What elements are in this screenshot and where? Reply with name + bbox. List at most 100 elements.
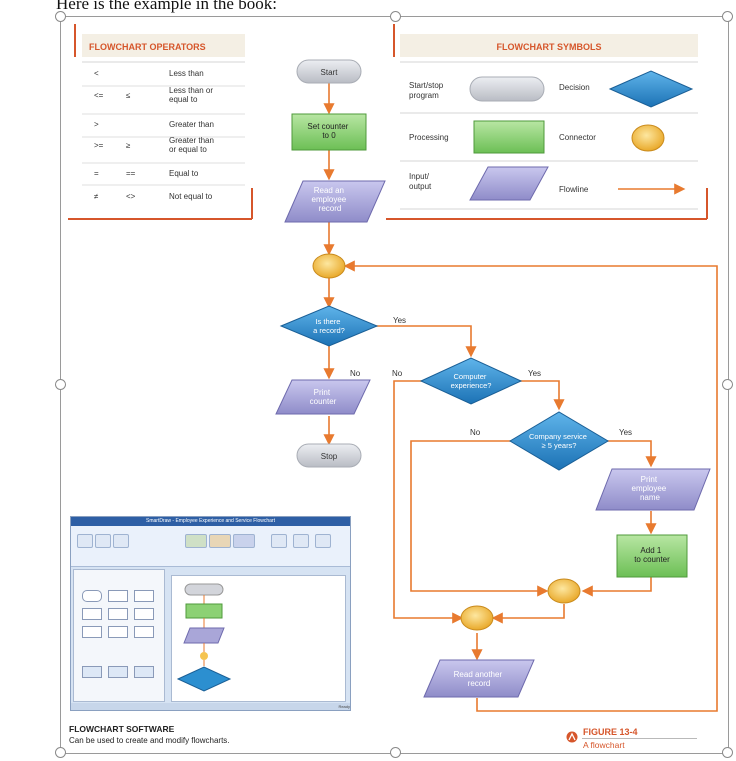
- operator-meaning: Less than: [169, 69, 204, 78]
- print-counter-io: [275, 379, 371, 415]
- operator-alt-symbol: ≤: [126, 91, 131, 100]
- print-name-io: [595, 468, 711, 511]
- startstop-line-1: Start/stop: [409, 81, 444, 90]
- company-line-1: Company service: [529, 432, 587, 441]
- io-line-1: Input/: [409, 172, 430, 181]
- operator-meaning-line: equal to: [169, 95, 198, 104]
- symbol-processing-label: Processing: [409, 133, 449, 142]
- software-caption-text: Can be used to create and modify flowcha…: [69, 736, 230, 745]
- resize-handle-top-center[interactable]: [390, 11, 401, 22]
- symbol-connector-label: Connector: [559, 133, 596, 142]
- read-another-line-2: record: [468, 679, 491, 688]
- no-label-2: No: [392, 369, 403, 378]
- startstop-line-2: program: [409, 91, 439, 100]
- operator-symbol: <: [94, 69, 99, 78]
- read-line-3: record: [319, 204, 342, 213]
- flowchart-software-screenshot: SmartDraw - Employee Experience and Serv…: [70, 516, 351, 711]
- operator-meaning-line: Greater than: [169, 136, 214, 145]
- resize-handle-top-right[interactable]: [722, 11, 733, 22]
- read-another-line-1: Read another: [454, 670, 503, 679]
- print-name-label: Print employee name: [632, 475, 669, 502]
- figure-label: FIGURE 13-4: [583, 727, 638, 737]
- resize-handle-bottom-right[interactable]: [722, 747, 733, 758]
- sw-lib-shape-4-icon: [82, 608, 102, 620]
- resize-handle-top-left[interactable]: [55, 11, 66, 22]
- read-another-io: [423, 659, 535, 698]
- sw-shape-icon: [271, 534, 287, 548]
- operator-meaning: Not equal to: [169, 192, 213, 201]
- sw-autograph-icon: [315, 534, 331, 548]
- symbols-panel: FLOWCHART SYMBOLS Start/stop program Dec…: [386, 24, 708, 220]
- process-symbol: [473, 120, 545, 154]
- yes-label-1: Yes: [393, 316, 406, 325]
- company-label: Company service ≥ 5 years?: [529, 432, 589, 450]
- sw-lib-line-1-icon: [82, 666, 102, 678]
- operator-symbol: <=: [94, 91, 104, 100]
- company-decision: [509, 411, 609, 471]
- print-name-line-3: name: [640, 493, 661, 502]
- resize-handle-bottom-center[interactable]: [390, 747, 401, 758]
- operators-title: FLOWCHART OPERATORS: [89, 42, 206, 52]
- figure-logo-icon: [566, 731, 578, 743]
- symbol-decision-label: Decision: [559, 83, 590, 92]
- decision-symbol: [608, 70, 694, 108]
- resize-handle-middle-right[interactable]: [722, 379, 733, 390]
- software-caption-title: FLOWCHART SOFTWARE: [69, 724, 175, 734]
- resize-handle-bottom-left[interactable]: [55, 747, 66, 758]
- print-name-line-2: employee: [632, 484, 667, 493]
- figure-caption: A flowchart: [583, 740, 625, 750]
- print-name-line-1: Print: [641, 475, 658, 484]
- print-counter-line-2: counter: [310, 397, 337, 406]
- no-label-3: No: [470, 428, 481, 437]
- intro-text: Here is the example in the book:: [56, 0, 277, 13]
- add-counter-label: Add 1 to counter: [634, 546, 670, 564]
- operator-meaning: Equal to: [169, 169, 199, 178]
- yes-label-3: Yes: [619, 428, 632, 437]
- operator-meaning-line: Less than or: [169, 86, 213, 95]
- connector-top: [312, 253, 346, 279]
- print-counter-line-1: Print: [314, 388, 331, 397]
- connector-symbol: [631, 124, 665, 152]
- flowchart: Start Set counter to 0 Read an employee …: [275, 59, 711, 698]
- symbol-flowline-label: Flowline: [559, 185, 589, 194]
- print-counter-label: Print counter: [310, 388, 337, 406]
- sw-lib-terminal-icon: [82, 590, 102, 602]
- set-counter-process: [291, 113, 367, 151]
- add-counter-process: [616, 534, 688, 578]
- operator-symbol: >: [94, 120, 99, 129]
- set-counter-line-2: to 0: [322, 131, 336, 140]
- operator-alt-symbol: ≥: [126, 141, 131, 150]
- sw-lib-shape-5-icon: [108, 608, 128, 620]
- operator-symbol: ≠: [94, 192, 99, 201]
- software-status-bar: Ready: [71, 703, 350, 710]
- sw-style-1-icon: [185, 534, 207, 548]
- io-symbol: [469, 166, 549, 201]
- add-line-1: Add 1: [640, 546, 661, 555]
- operator-alt-symbol: <>: [126, 192, 136, 201]
- symbol-io-label: Input/ output: [409, 172, 432, 191]
- figure-rule: [582, 738, 697, 739]
- symbol-startstop-label: Start/stop program: [409, 81, 445, 100]
- computer-line-2: experience?: [451, 381, 492, 390]
- sw-lib-shape-9-icon: [134, 626, 154, 638]
- operator-meaning-line: or equal to: [169, 145, 207, 154]
- no-label-1: No: [350, 369, 361, 378]
- terminal-symbol: [469, 76, 545, 102]
- software-canvas: [171, 575, 346, 702]
- connector-right: [547, 578, 581, 604]
- resize-handle-middle-left[interactable]: [55, 379, 66, 390]
- stop-label: Stop: [321, 452, 338, 461]
- sw-text-icon: [113, 534, 129, 548]
- sw-lib-shape-6-icon: [134, 608, 154, 620]
- software-shape-library: [73, 569, 165, 702]
- sw-lib-line-3-icon: [134, 666, 154, 678]
- sw-select-icon: [95, 534, 111, 548]
- sw-lib-line-2-icon: [108, 666, 128, 678]
- sw-font-icon: [293, 534, 309, 548]
- software-ribbon: [71, 526, 350, 567]
- computer-label: Computer experience?: [451, 372, 492, 390]
- read-line-2: employee: [312, 195, 347, 204]
- operator-alt-symbol: ==: [126, 169, 136, 178]
- operators-table: FLOWCHART OPERATORS < Less than <= ≤ Less th…: [68, 24, 253, 220]
